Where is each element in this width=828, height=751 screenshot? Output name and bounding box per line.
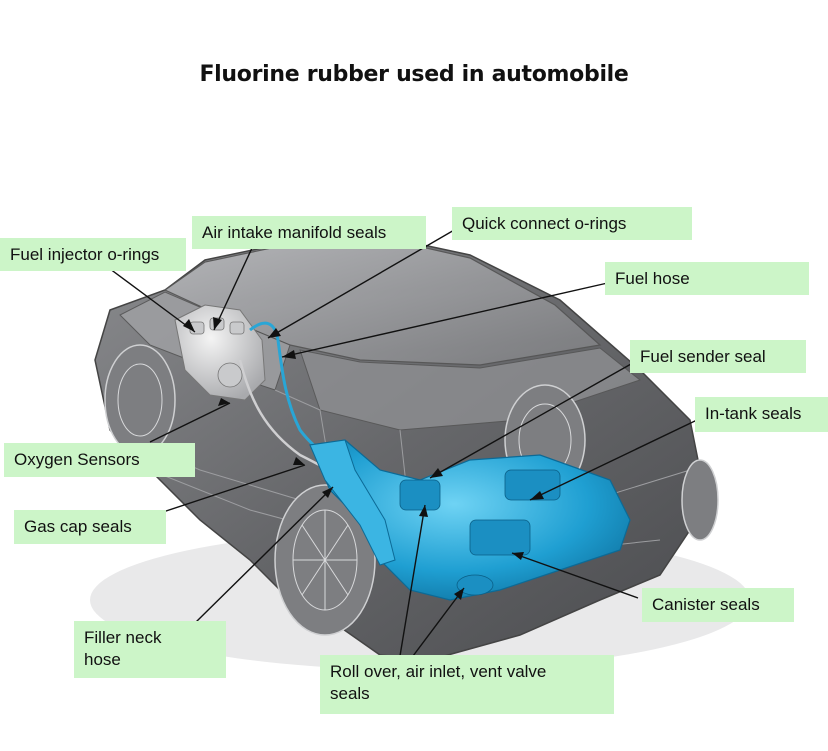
label-filler-neck-line2: hose: [84, 650, 121, 669]
label-quick-connect: Quick connect o-rings: [452, 207, 692, 240]
label-gas-cap: Gas cap seals: [14, 510, 166, 544]
tank-components: [399, 469, 561, 596]
label-fuel-sender: Fuel sender seal: [630, 340, 806, 373]
label-gas-cap-text: Gas cap seals: [24, 517, 132, 536]
side-windows: [299, 347, 642, 431]
label-air-intake: Air intake manifold seals: [192, 216, 426, 249]
label-rollover: Roll over, air inlet, vent valve seals: [320, 655, 614, 714]
label-fuel-hose-text: Fuel hose: [615, 269, 690, 288]
label-filler-neck: Filler neck hose: [74, 621, 226, 678]
label-in-tank-text: In-tank seals: [705, 404, 802, 423]
leader-canister: [511, 552, 639, 599]
label-oxygen-sensors: Oxygen Sensors: [4, 443, 195, 477]
leader-oxygen: [149, 402, 231, 443]
leader-rollover-1: [397, 504, 426, 669]
diagram-title: Fluorine rubber used in automobile: [199, 62, 629, 87]
label-fuel-injector: Fuel injector o-rings: [0, 238, 186, 271]
leader-lines: [97, 221, 698, 669]
engine-details: [189, 317, 245, 388]
label-quick-connect-text: Quick connect o-rings: [462, 214, 627, 233]
label-in-tank: In-tank seals: [695, 397, 828, 432]
filler-neck: [309, 439, 396, 566]
label-fuel-hose: Fuel hose: [605, 262, 809, 295]
label-air-intake-text: Air intake manifold seals: [202, 223, 387, 242]
leader-air-intake: [213, 247, 253, 331]
leader-in-tank: [529, 419, 698, 501]
leader-fuel-injector: [97, 259, 196, 333]
label-rollover-line1: Roll over, air inlet, vent valve: [330, 662, 547, 681]
label-canister-text: Canister seals: [652, 595, 760, 614]
label-rollover-line2: seals: [330, 684, 370, 703]
label-fuel-sender-text: Fuel sender seal: [640, 347, 766, 366]
leader-fuel-sender: [429, 359, 639, 479]
label-filler-neck-line1: Filler neck: [84, 628, 162, 647]
leader-quick-connect: [267, 221, 469, 339]
leader-arrowheads: [183, 317, 544, 600]
label-canister: Canister seals: [642, 588, 794, 622]
label-fuel-injector-text: Fuel injector o-rings: [10, 245, 160, 264]
leader-filler-neck: [195, 486, 334, 623]
leader-rollover-2: [403, 587, 465, 669]
leader-fuel-hose: [281, 281, 613, 358]
wheel-spokes: [117, 363, 572, 611]
label-oxygen-sensors-text: Oxygen Sensors: [14, 450, 140, 469]
leader-gas-cap: [159, 464, 306, 514]
